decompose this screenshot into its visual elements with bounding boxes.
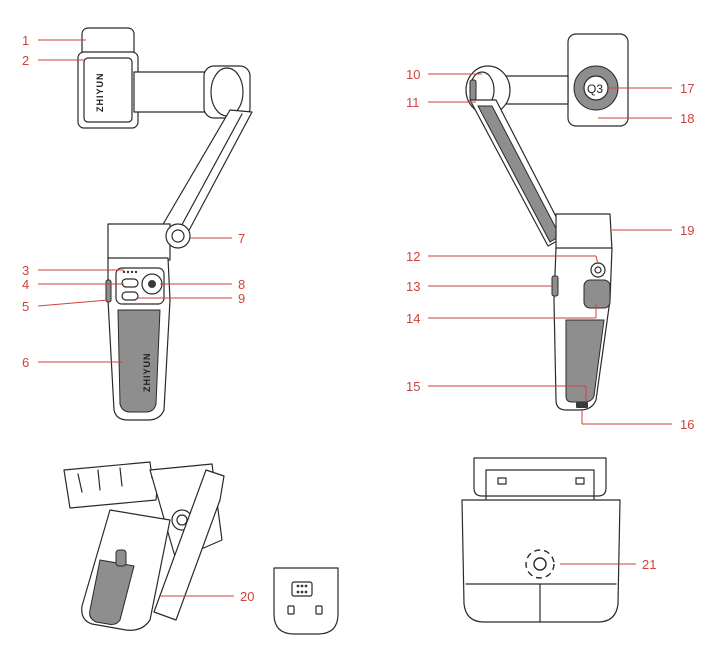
q3-logo-text: Q3 bbox=[587, 82, 603, 96]
callout-21: 21 bbox=[642, 557, 656, 572]
folded-view bbox=[63, 461, 225, 631]
magnetic-ring-icon bbox=[525, 549, 555, 579]
front-view: ZHIYUN ZHIYUN bbox=[77, 27, 253, 421]
handle-brand-text: ZHIYUN bbox=[142, 353, 152, 393]
callout-7: 7 bbox=[238, 231, 245, 246]
callout-4: 4 bbox=[22, 277, 29, 292]
roll-motor bbox=[107, 223, 191, 261]
roll-motor-back bbox=[555, 213, 613, 251]
callout-2: 2 bbox=[22, 53, 29, 68]
folding-arm-back bbox=[469, 99, 567, 247]
callout-8: 8 bbox=[238, 277, 245, 292]
callout-18: 18 bbox=[680, 111, 694, 126]
handle-bottom-view bbox=[273, 567, 339, 635]
callout-3: 3 bbox=[22, 263, 29, 278]
horizontal-arm bbox=[133, 65, 251, 119]
handle-back bbox=[551, 247, 613, 411]
callouts: 1 2 3 4 5 6 7 8 9 10 11 12 13 14 15 bbox=[22, 33, 694, 604]
callout-10: 10 bbox=[406, 67, 420, 82]
callout-12: 12 bbox=[406, 249, 420, 264]
handle: ZHIYUN bbox=[105, 257, 171, 421]
callout-13: 13 bbox=[406, 279, 420, 294]
clamp-brand-text: ZHIYUN bbox=[95, 73, 105, 113]
callout-16: 16 bbox=[680, 417, 694, 432]
folding-arm bbox=[161, 109, 253, 237]
callout-20: 20 bbox=[240, 589, 254, 604]
callout-11: 11 bbox=[406, 95, 420, 110]
callout-14: 14 bbox=[406, 311, 420, 326]
phone-clamp: ZHIYUN bbox=[77, 27, 139, 129]
callout-5: 5 bbox=[22, 299, 29, 314]
back-view: Q3 bbox=[465, 33, 629, 411]
phone-clamp-back: Q3 bbox=[567, 33, 629, 127]
callout-19: 19 bbox=[680, 223, 694, 238]
callout-9: 9 bbox=[238, 291, 245, 306]
battery-indicator-icon bbox=[122, 270, 138, 274]
clamp-rear-view bbox=[461, 457, 621, 623]
callout-6: 6 bbox=[22, 355, 29, 370]
callout-17: 17 bbox=[680, 81, 694, 96]
callout-15: 15 bbox=[406, 379, 420, 394]
contact-pins-icon bbox=[296, 584, 308, 594]
callout-1: 1 bbox=[22, 33, 29, 48]
